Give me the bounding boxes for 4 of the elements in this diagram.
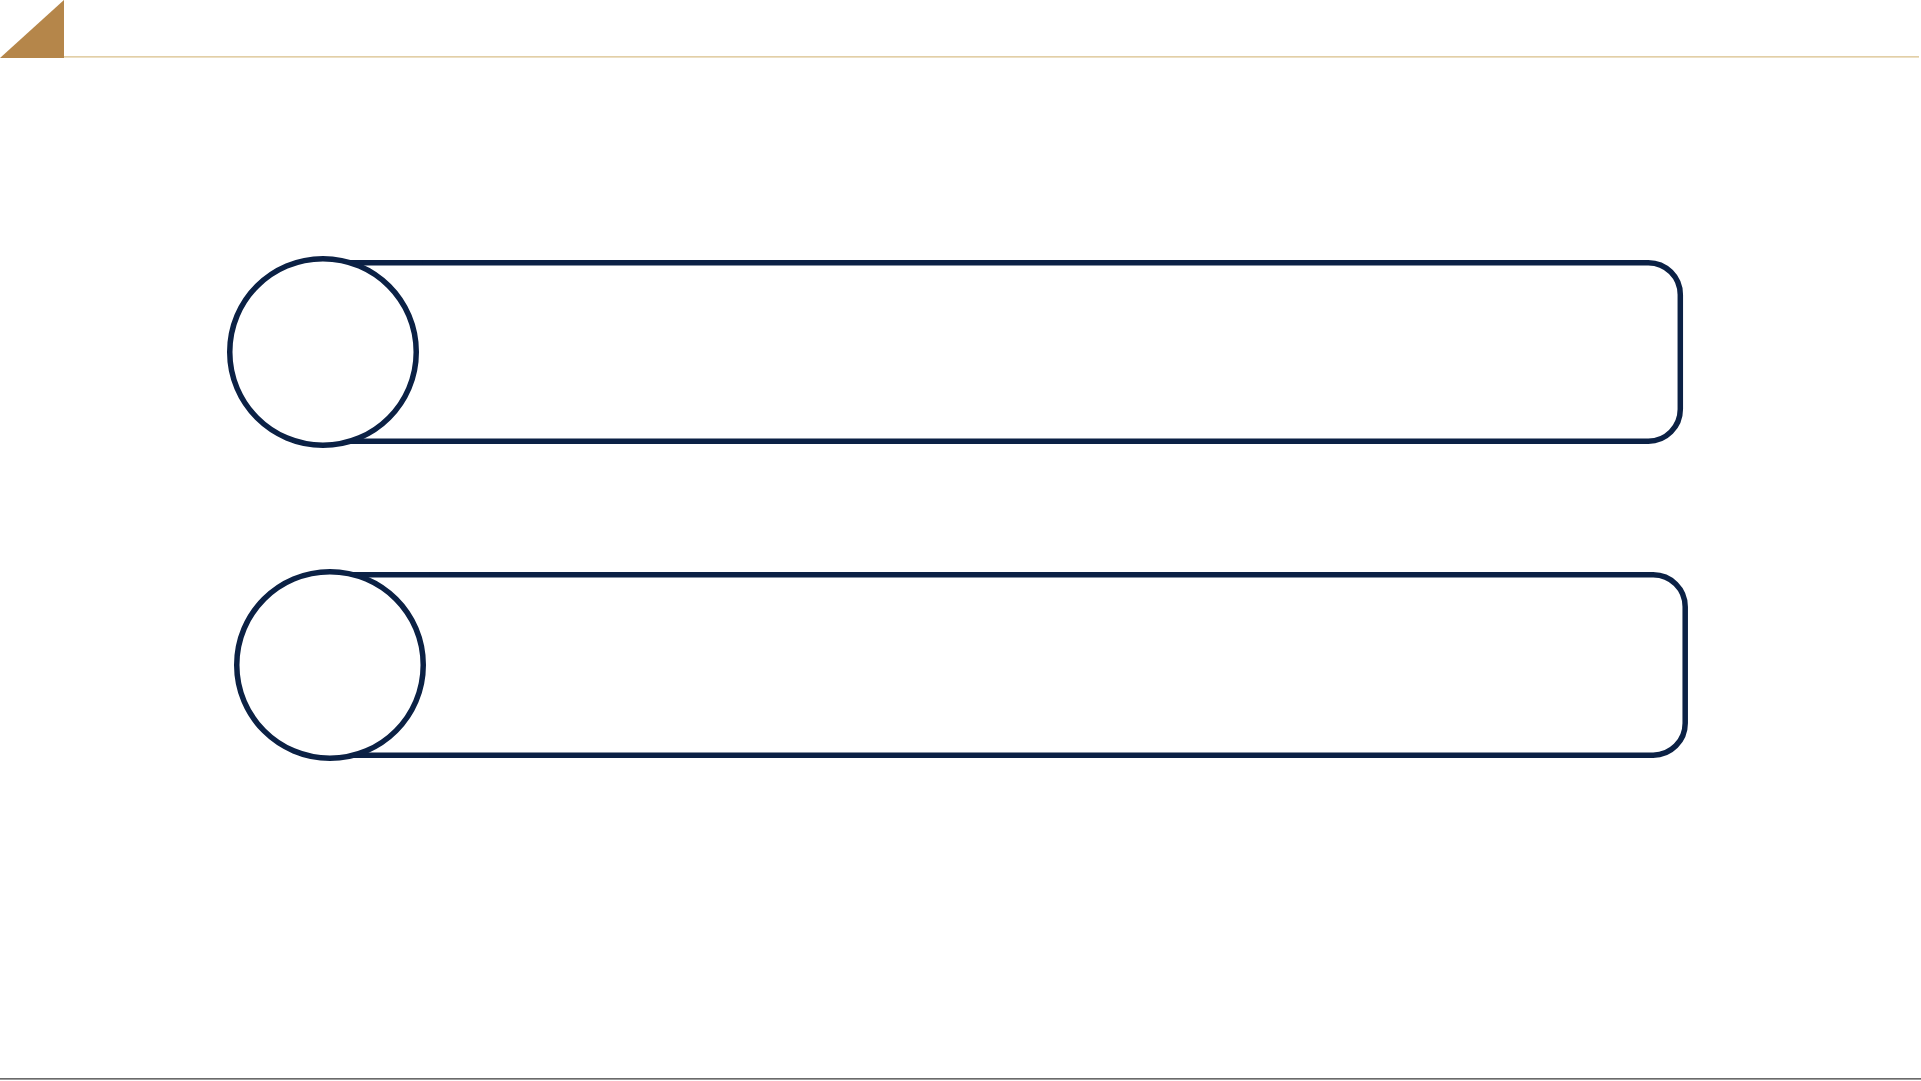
circle	[234, 569, 429, 761]
rounded-bar	[422, 259, 1684, 445]
rounded-bar	[429, 572, 1688, 758]
circle	[227, 256, 422, 448]
